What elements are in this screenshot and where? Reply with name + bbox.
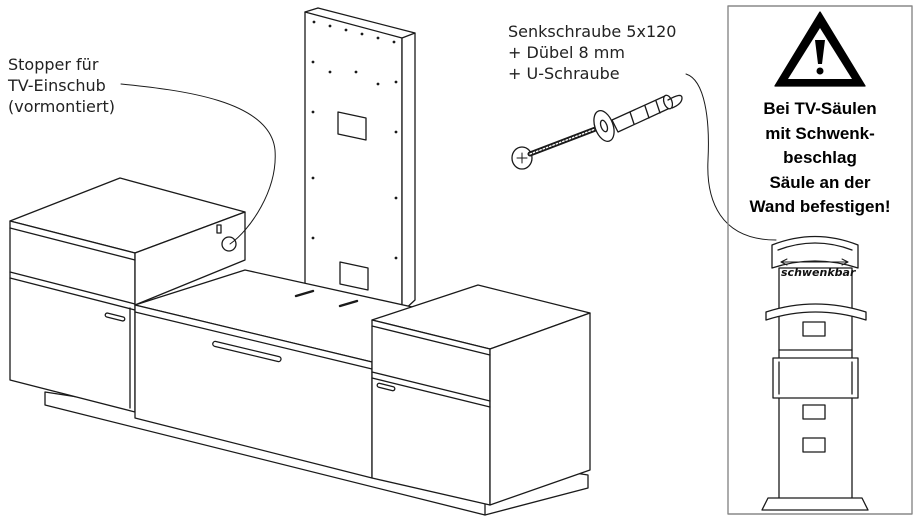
screw-label: Senkschraube 5x120 + Dübel 8 mm + U-Schr… (508, 21, 676, 84)
left-door-handle (104, 312, 126, 322)
inset-leader-line (685, 73, 777, 241)
stopper-label-line-1: Stopper für (8, 55, 99, 74)
warning-line-3: beschlag (783, 148, 857, 167)
screw-label-line-1: Senkschraube 5x120 (508, 22, 677, 41)
stopper-label: Stopper für TV-Einschub (vormontiert) (8, 54, 115, 117)
warning-line-1: Bei TV-Säulen (763, 99, 877, 118)
screw-dowel-hardware (511, 94, 683, 170)
panel-holes (311, 20, 398, 260)
swivel-column-inset (761, 235, 869, 511)
warning-line-2: mit Schwenk- (765, 123, 875, 143)
warning-box (727, 5, 913, 515)
stopper-label-line-3: (vormontiert) (8, 97, 115, 116)
stopper-label-line-2: TV-Einschub (8, 76, 106, 95)
panel-cutout-lower (339, 261, 369, 291)
panel-cutout-upper (337, 111, 367, 141)
warning-text: Bei TV-Säulen mit Schwenk- beschlag Säul… (728, 97, 912, 220)
screw-label-line-3: + U-Schraube (508, 64, 620, 83)
screw-label-line-2: + Dübel 8 mm (508, 43, 625, 62)
warning-line-5: Wand befestigen! (749, 197, 891, 216)
mounting-screws (294, 289, 359, 308)
tv-column-panel (304, 7, 416, 313)
right-drawer-handle (376, 382, 396, 392)
warning-triangle-icon (774, 11, 866, 87)
stopper-leader-line (120, 83, 276, 245)
middle-drawer-handle (212, 340, 282, 363)
stopper (221, 236, 237, 252)
warning-line-4: Säule an der (769, 172, 871, 192)
swivel-label: schwenkbar (781, 266, 856, 279)
sideboard (9, 177, 591, 516)
